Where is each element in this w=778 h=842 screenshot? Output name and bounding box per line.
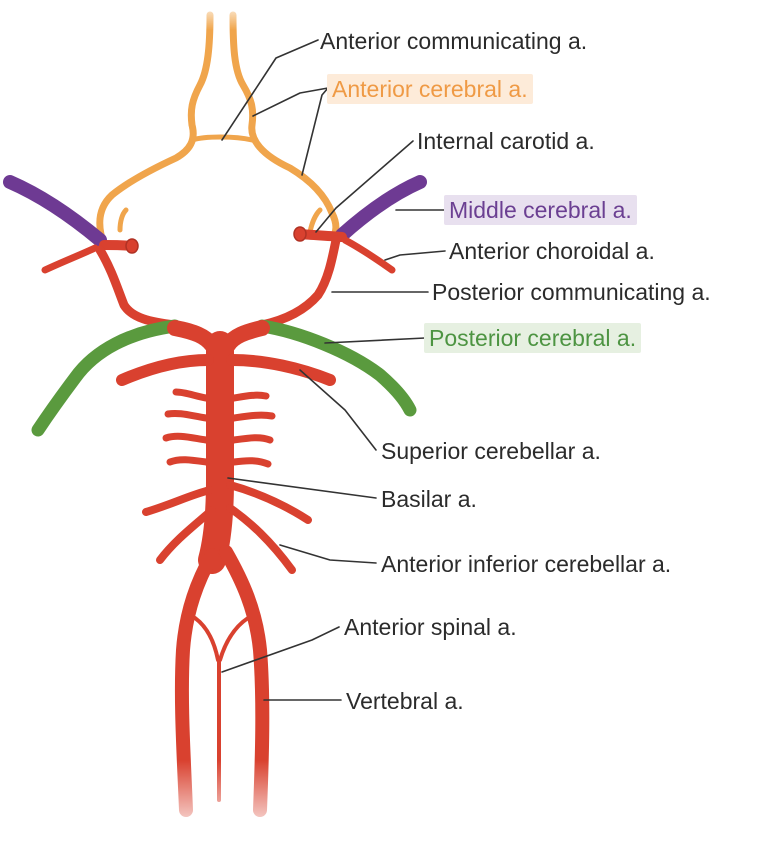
anterior-cerebral-artery <box>96 11 340 249</box>
label-anterior-spinal: Anterior spinal a. <box>344 614 517 640</box>
label-basilar: Basilar a. <box>381 486 477 512</box>
anterior-inferior-cerebellar-artery <box>142 481 312 574</box>
label-anterior-inferior-cerebellar: Anterior inferior cerebellar a. <box>381 551 672 577</box>
middle-cerebral-artery <box>3 175 427 247</box>
label-posterior-communicating: Posterior communicating a. <box>432 279 711 305</box>
label-internal-carotid: Internal carotid a. <box>417 128 595 154</box>
label-posterior-cerebral: Posterior cerebral a. <box>424 323 642 353</box>
label-anterior-cerebral: Anterior cerebral a. <box>327 74 533 104</box>
anterior-choroidal-artery <box>41 236 396 274</box>
label-middle-cerebral: Middle cerebral a. <box>444 195 637 225</box>
superior-cerebellar-artery <box>116 354 336 386</box>
pontine-branches <box>162 388 276 468</box>
label-anterior-choroidal: Anterior choroidal a. <box>449 238 655 264</box>
posterior-communicating-artery <box>95 235 341 330</box>
label-vertebral: Vertebral a. <box>346 688 464 714</box>
label-anterior-communicating: Anterior communicating a. <box>320 28 588 54</box>
internal-carotid-artery <box>99 226 347 254</box>
leader-lines <box>221 39 446 701</box>
posterior-cerebral-artery <box>31 319 417 437</box>
label-superior-cerebellar: Superior cerebellar a. <box>381 438 601 464</box>
